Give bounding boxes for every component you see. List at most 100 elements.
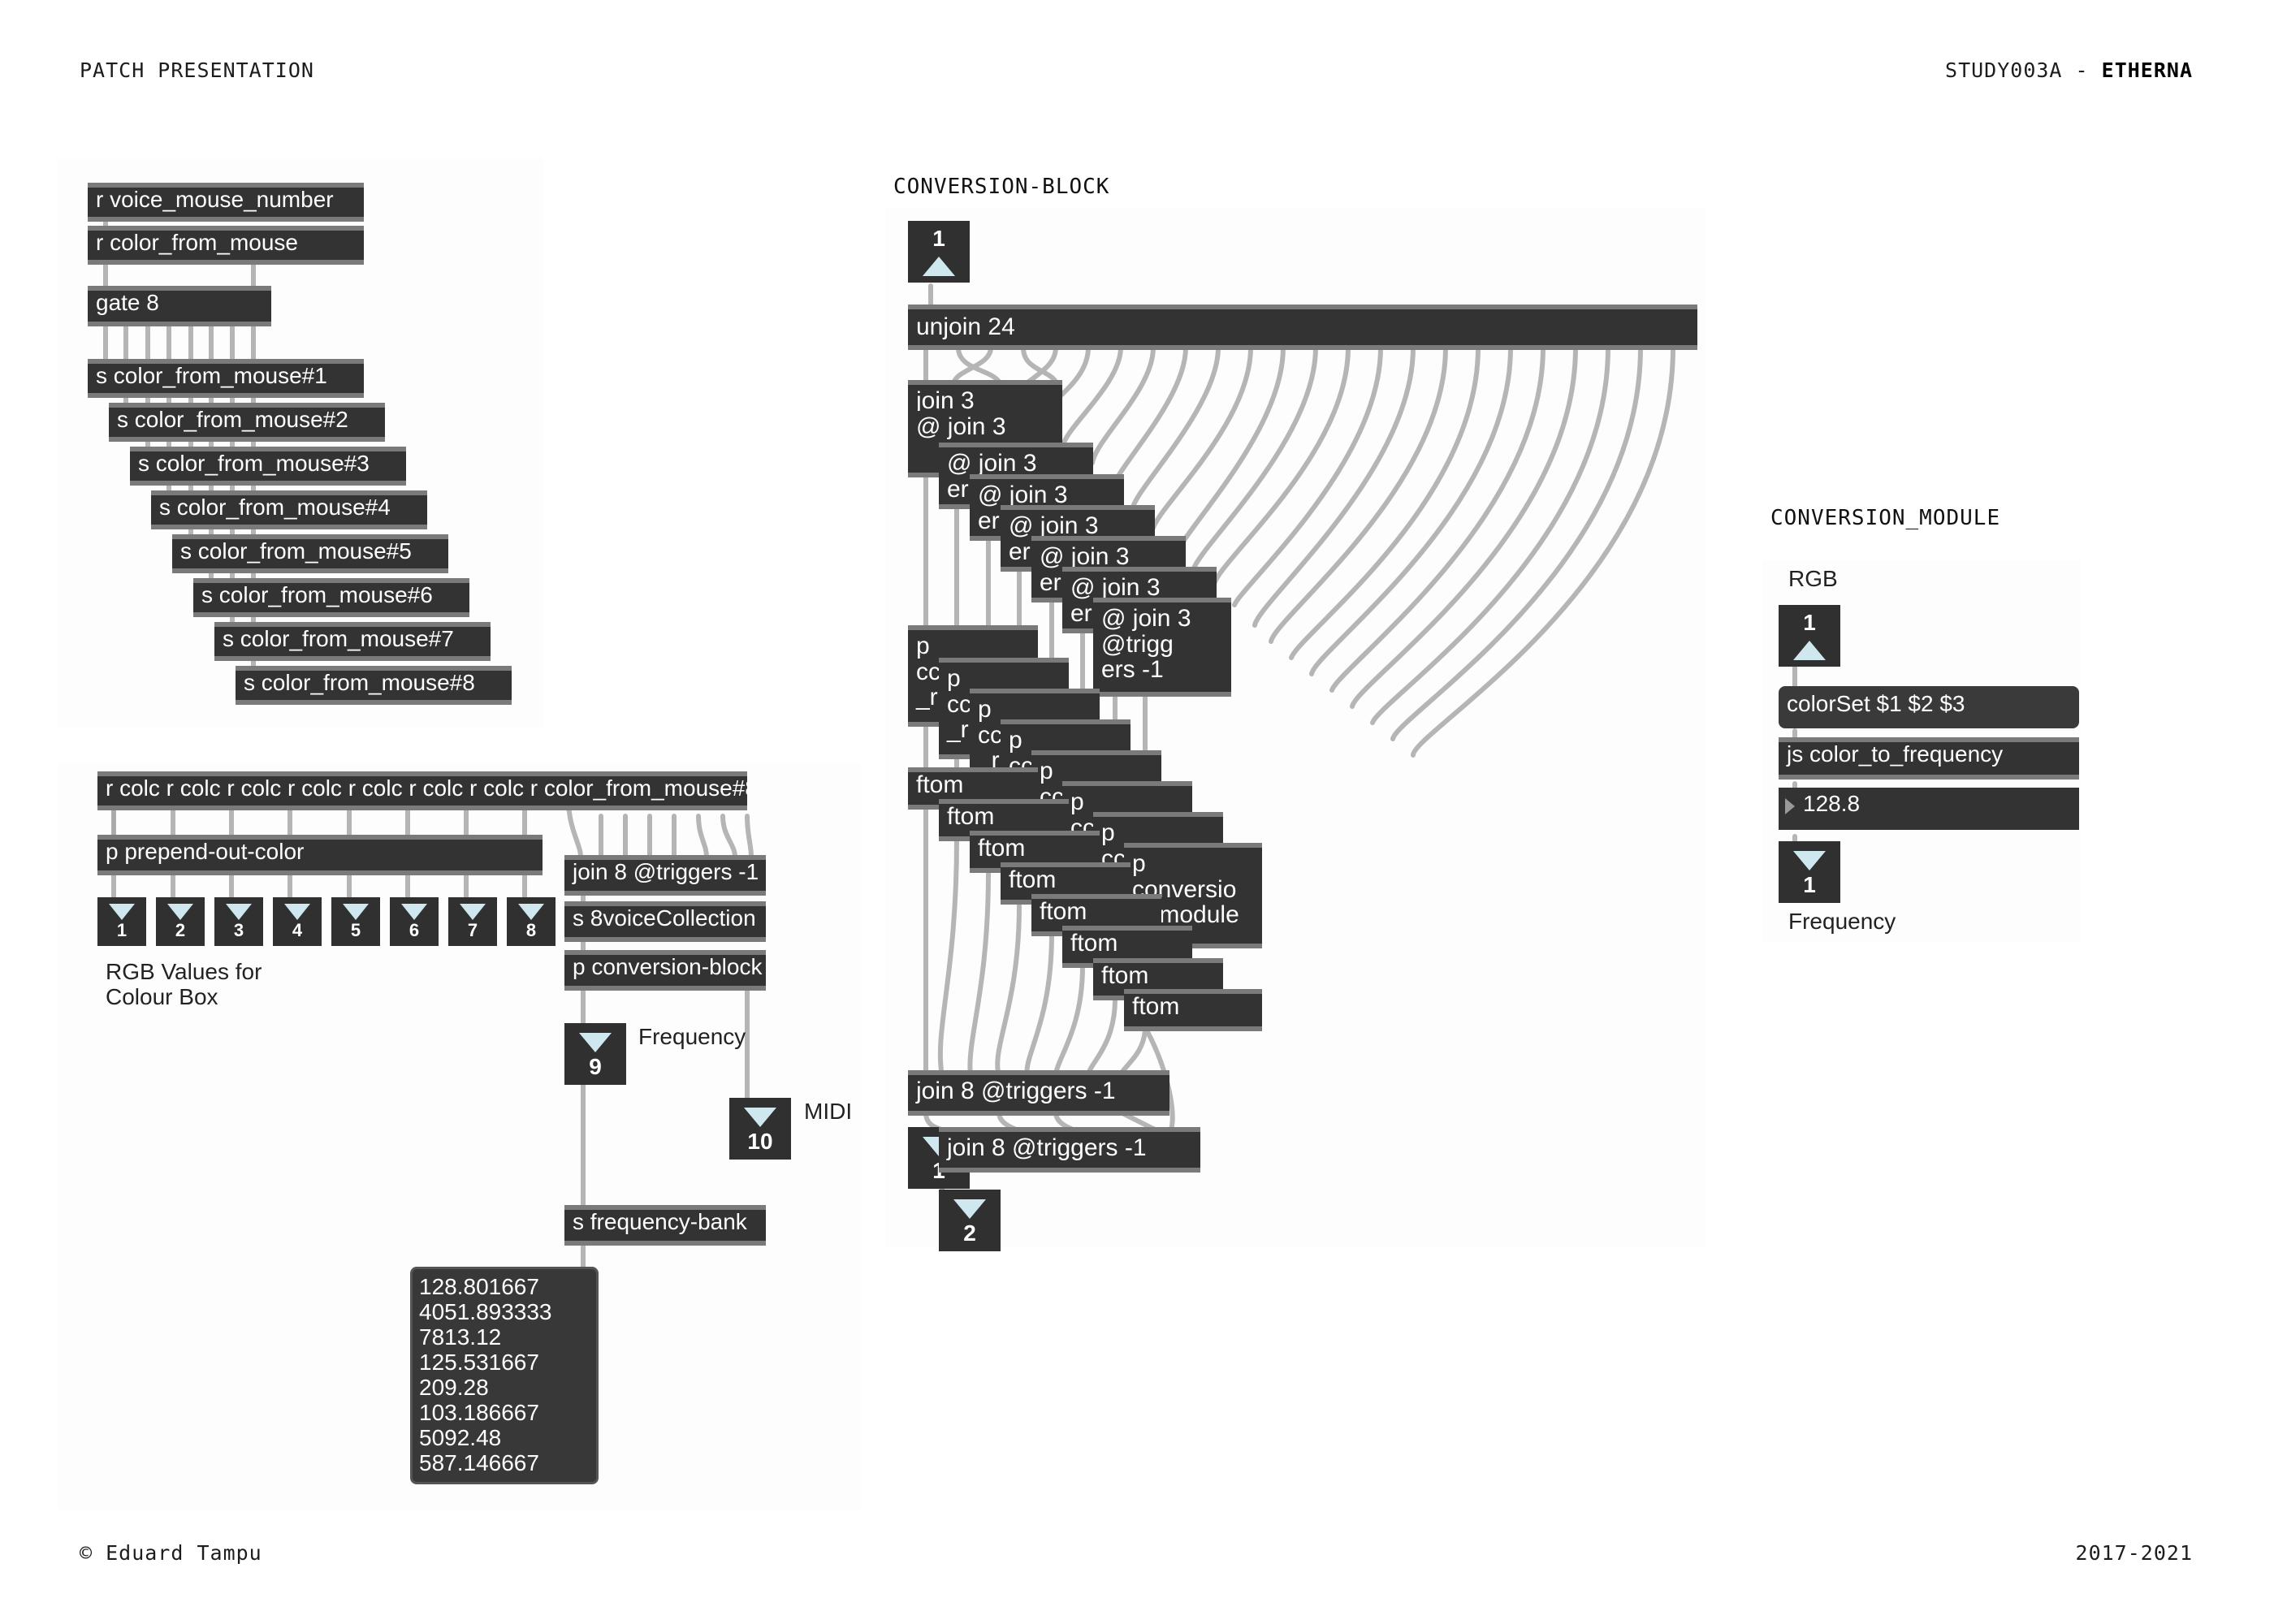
conversion-outlet-2[interactable]: 2: [939, 1190, 1001, 1251]
down-arrow-icon: [460, 904, 486, 920]
receive-color-from-mouse[interactable]: r color_from_mouse: [88, 226, 364, 265]
project-id: STUDY003A -: [1945, 58, 2102, 82]
outlet-number: 3: [233, 920, 244, 940]
conversion-block-object[interactable]: p conversion-block: [564, 950, 766, 991]
module-inlet[interactable]: 1: [1779, 605, 1840, 667]
frequency-number-box[interactable]: 128.8: [1779, 788, 2079, 830]
outlet-midi[interactable]: 10: [729, 1098, 791, 1160]
object-text: ftom: [947, 803, 995, 830]
frequency-value: 4051.893333: [419, 1299, 552, 1324]
object-text: p prepend-out-color: [106, 839, 305, 864]
frequency-label: Frequency: [638, 1024, 746, 1049]
join-8-out-2[interactable]: join 8 @triggers -1: [939, 1127, 1200, 1173]
object-text: p: [1009, 727, 1022, 754]
send-color-4[interactable]: s color_from_mouse#4: [151, 490, 427, 529]
send-color-3[interactable]: s color_from_mouse#3: [130, 447, 406, 486]
object-text: s color_from_mouse#4: [159, 495, 391, 520]
outlet-rgb-5[interactable]: 5: [331, 897, 380, 946]
gate-object[interactable]: gate 8: [88, 286, 271, 326]
object-text: join 8 @triggers -1: [916, 1078, 1116, 1104]
outlet-rgb-2[interactable]: 2: [156, 897, 205, 946]
date-range: 2017-2021: [2075, 1541, 2193, 1565]
outlet-rgb-3[interactable]: 3: [214, 897, 263, 946]
outlet-number: 1: [1803, 872, 1816, 897]
send-color-8[interactable]: s color_from_mouse#8: [236, 666, 512, 705]
object-text: p: [978, 696, 992, 723]
outlet-rgb-1[interactable]: 1: [97, 897, 146, 946]
object-text: s color_from_mouse#8: [244, 670, 475, 695]
object-text: r colc r colc r colc r colc r colc r col…: [106, 775, 747, 801]
send-frequency-bank[interactable]: s frequency-bank: [564, 1205, 766, 1246]
midi-label: MIDI: [804, 1099, 853, 1124]
object-text: @ join 3: [1040, 543, 1130, 570]
outlet-number: 10: [747, 1129, 773, 1154]
frequency-values-message[interactable]: 128.801667 4051.893333 7813.12 125.53166…: [410, 1267, 599, 1484]
inlet-number: 1: [932, 226, 945, 251]
prepend-out-color[interactable]: p prepend-out-color: [97, 835, 543, 875]
join-8-out-1[interactable]: join 8 @triggers -1: [908, 1070, 1169, 1116]
outlet-number: 4: [292, 920, 303, 940]
outlet-number: 2: [963, 1220, 976, 1246]
object-text-tail: er: [1009, 538, 1031, 565]
outlet-rgb-8[interactable]: 8: [507, 897, 556, 946]
object-text: gate 8: [96, 290, 159, 315]
object-text: @ join 3: [916, 413, 1006, 440]
outlet-rgb-4[interactable]: 4: [273, 897, 322, 946]
object-text: join 8 @triggers -1: [573, 859, 759, 884]
object-text: ftom: [1101, 962, 1149, 989]
outlet-number: 8: [525, 920, 537, 940]
colorset-message[interactable]: colorSet $1 $2 $3: [1779, 686, 2079, 728]
module-frequency-label: Frequency: [1788, 909, 1896, 934]
down-arrow-icon: [579, 1033, 612, 1052]
object-text: ftom: [978, 835, 1026, 862]
down-arrow-icon: [284, 904, 310, 920]
frequency-value: 5092.48: [419, 1425, 502, 1450]
unjoin-24[interactable]: unjoin 24: [908, 304, 1697, 350]
object-text-tail: _r: [947, 716, 969, 743]
object-text: p: [1132, 850, 1146, 877]
ftom-8[interactable]: ftom: [1124, 989, 1262, 1031]
object-text: s color_from_mouse#5: [180, 538, 412, 564]
send-color-7[interactable]: s color_from_mouse#7: [214, 622, 491, 661]
object-text: ftom: [1040, 898, 1087, 925]
receive-voice-mouse-number[interactable]: r voice_mouse_number: [88, 183, 364, 222]
conversion-module-label: CONVERSION_MODULE: [1770, 506, 2001, 530]
object-text: ftom: [1009, 866, 1057, 893]
js-color-to-frequency[interactable]: js color_to_frequency: [1779, 737, 2079, 780]
object-text: p: [1070, 788, 1084, 815]
project-name: ETHERNA: [2101, 58, 2193, 82]
down-arrow-icon: [1793, 851, 1826, 870]
outlet-frequency[interactable]: 9: [564, 1023, 626, 1085]
outlet-rgb-7[interactable]: 7: [448, 897, 497, 946]
object-text: s frequency-bank: [573, 1209, 747, 1234]
send-color-2[interactable]: s color_from_mouse#2: [109, 403, 385, 442]
receive-colors-row[interactable]: r colc r colc r colc r colc r colc r col…: [97, 771, 747, 810]
down-arrow-icon: [109, 904, 135, 920]
object-text-tail: er: [978, 507, 1000, 534]
send-color-5[interactable]: s color_from_mouse#5: [172, 534, 448, 573]
object-text: p: [947, 665, 961, 692]
send-color-6[interactable]: s color_from_mouse#6: [193, 578, 469, 617]
send-8voice-collection[interactable]: s 8voiceCollection: [564, 901, 766, 942]
frequency-value: 209.28: [419, 1375, 489, 1400]
object-text: unjoin 24: [916, 313, 1015, 340]
outlet-number: 5: [350, 920, 361, 940]
frequency-value: 125.531667: [419, 1350, 539, 1375]
send-color-1[interactable]: s color_from_mouse#1: [88, 359, 364, 398]
module-outlet[interactable]: 1: [1779, 841, 1840, 903]
object-text-tail: cc: [947, 690, 971, 718]
object-text-tail: cc: [916, 658, 940, 685]
down-arrow-icon: [923, 257, 955, 276]
object-text-line-3: ers -1: [1101, 656, 1164, 683]
join-8-triggers[interactable]: join 8 @triggers -1: [564, 855, 766, 896]
message-text: colorSet $1 $2 $3: [1787, 691, 1965, 716]
outlet-rgb-6[interactable]: 6: [390, 897, 439, 946]
object-text: s color_from_mouse#7: [223, 626, 454, 651]
rgb-caption-line-1: RGB Values for: [106, 959, 262, 984]
project-title: STUDY003A - ETHERNA: [1945, 58, 2193, 82]
object-text: p conversion-block: [573, 954, 763, 979]
outlet-number: 7: [467, 920, 478, 940]
conversion-inlet[interactable]: 1: [908, 221, 970, 283]
down-arrow-icon: [167, 904, 193, 920]
